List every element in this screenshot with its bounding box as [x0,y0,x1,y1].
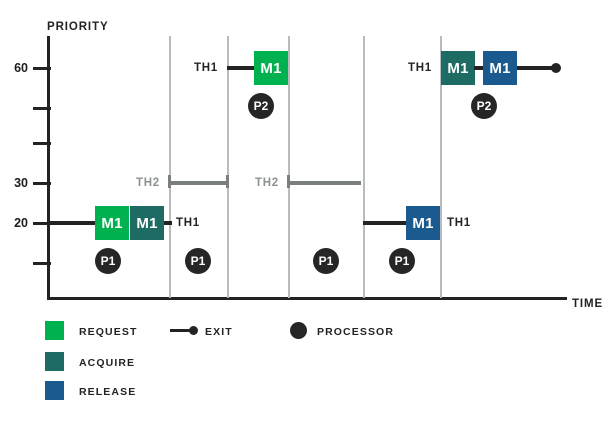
legend-label-release: RELEASE [79,386,137,398]
timeline-th1-low-tail [164,221,172,225]
y-tick-30 [33,182,51,185]
thread-label-th1-bottom-right: TH1 [447,217,471,229]
th2-first-end-cap [226,175,229,188]
event-box-request-low: M1 [95,206,129,240]
timeline-th1-low-right [363,221,407,225]
legend-label-acquire: ACQUIRE [79,357,136,369]
thread-label-th2-first: TH2 [136,177,160,189]
x-axis-line [47,297,567,300]
x-axis-title: TIME [572,298,604,310]
processor-p2-lane3: P2 [248,93,274,119]
y-axis-line [47,36,50,299]
thread-label-th1-top-right: TH1 [408,62,432,74]
processor-p2-lane6: P2 [471,93,497,119]
processor-p1-lane5: P1 [389,248,415,274]
event-box-label: M1 [101,214,123,232]
event-box-acquire-right: M1 [441,51,475,85]
legend-exit-line-icon [170,329,192,332]
processor-label: P2 [253,99,269,113]
event-box-label: M1 [136,214,158,232]
thread-label-th2-second: TH2 [255,177,279,189]
event-box-label: M1 [447,59,469,77]
y-tick-40 [33,142,51,145]
timeline-th2-first [169,181,228,185]
event-box-acquire-low: M1 [130,206,164,240]
y-tick-20 [33,222,51,225]
legend-processor-circle-icon [290,322,307,339]
y-tick-10 [33,262,51,265]
processor-label: P1 [100,254,116,268]
y-tick-label-20: 20 [14,216,28,230]
y-tick-label-60: 60 [14,61,28,75]
event-box-release-low: M1 [406,206,440,240]
thread-label-th1-bottom-left: TH1 [176,217,200,229]
legend-label-exit: EXIT [205,326,233,338]
timeline-th1-low-left [47,221,96,225]
lane-separator-2 [227,36,229,298]
y-tick-60 [33,67,51,70]
event-box-label: M1 [412,214,434,232]
y-tick-label-30: 30 [14,176,28,190]
event-box-request-top: M1 [254,51,288,85]
timeline-th1-exit [517,66,557,70]
legend-swatch-release [45,381,64,400]
lane-separator-3 [288,36,290,298]
legend-exit-dot-icon [189,326,198,335]
event-box-release-right: M1 [483,51,517,85]
processor-label: P1 [190,254,206,268]
timeline-th2-second [288,181,361,185]
timeline-th1-top-middle [227,66,255,70]
event-box-label: M1 [489,59,511,77]
y-tick-50 [33,107,51,110]
legend-swatch-request [45,321,64,340]
event-box-label: M1 [260,59,282,77]
exit-dot-icon [551,63,561,73]
processor-p1-lane1: P1 [95,248,121,274]
lane-separator-4 [363,36,365,298]
lane-separator-5 [440,36,442,298]
thread-label-th1-top-left: TH1 [194,62,218,74]
lane-separator-1 [169,36,171,298]
processor-p1-lane2: P1 [185,248,211,274]
y-axis-title: PRIORITY [47,21,109,33]
processor-p1-lane4: P1 [313,248,339,274]
legend-label-processor: PROCESSOR [317,326,394,338]
processor-label: P1 [394,254,410,268]
legend-swatch-acquire [45,352,64,371]
processor-label: P1 [318,254,334,268]
timeline-between-acquire-release [474,66,484,70]
legend-label-request: REQUEST [79,326,138,338]
processor-label: P2 [476,99,492,113]
